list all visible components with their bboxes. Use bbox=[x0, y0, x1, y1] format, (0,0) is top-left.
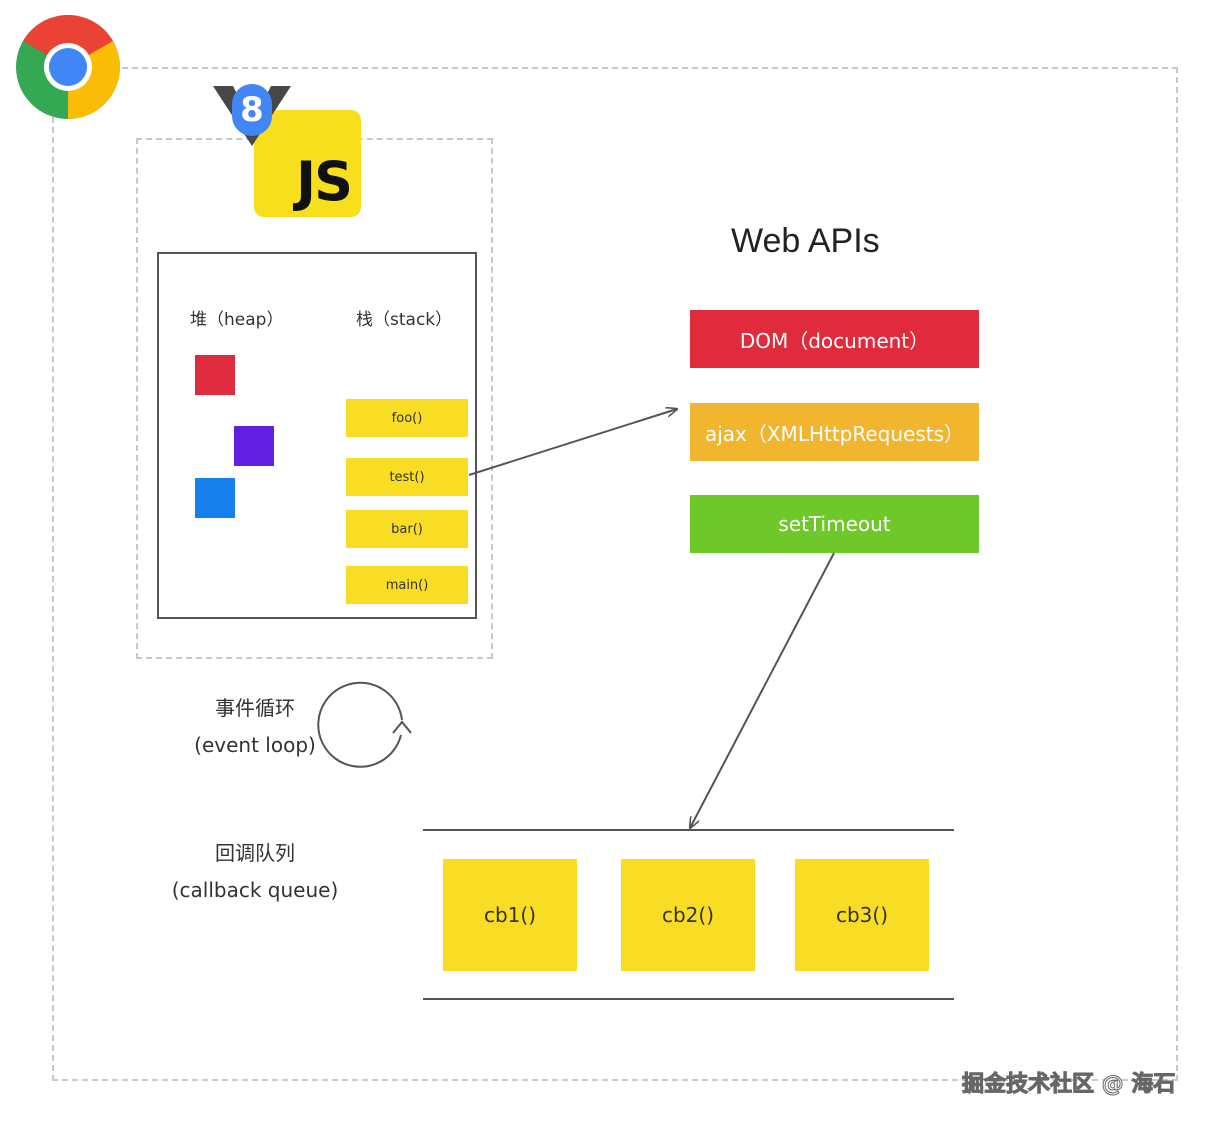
callback-item-cb2: cb2() bbox=[621, 859, 755, 971]
arrow-webapi-to-queue bbox=[690, 552, 835, 828]
heap-object-purple bbox=[234, 426, 274, 466]
arrow-stack-to-webapi bbox=[468, 409, 677, 476]
queue-bottom-line bbox=[423, 998, 954, 1000]
event-loop-arrowhead-icon bbox=[392, 720, 412, 734]
callback-queue-label: 回调队列 (callback queue) bbox=[165, 835, 345, 909]
callback-queue-subtitle: (callback queue) bbox=[171, 878, 339, 902]
javascript-logo: JS bbox=[254, 110, 361, 217]
callback-queue-title: 回调队列 bbox=[215, 841, 295, 865]
web-api-dom: DOM（document） bbox=[690, 310, 979, 368]
stack-frame-bar: bar() bbox=[346, 510, 468, 548]
stack-frame-test: test() bbox=[346, 458, 468, 496]
queue-top-line bbox=[423, 829, 954, 831]
chrome-logo-icon bbox=[16, 15, 120, 119]
stack-frame-foo: foo() bbox=[346, 399, 468, 437]
heap-label: 堆（heap） bbox=[190, 310, 284, 330]
stack-label: 栈（stack） bbox=[356, 310, 453, 330]
watermark: 掘金技术社区 @ 海石 bbox=[961, 1072, 1176, 1098]
event-loop-label: 事件循环 (event loop) bbox=[185, 690, 325, 764]
web-api-settimeout: setTimeout bbox=[690, 495, 979, 553]
stack-frame-main: main() bbox=[346, 566, 468, 604]
callback-item-cb3: cb3() bbox=[795, 859, 929, 971]
heap-object-blue bbox=[195, 478, 235, 518]
browser-frame bbox=[52, 67, 1178, 1081]
event-loop-circle-icon bbox=[317, 681, 403, 768]
web-apis-title: Web APIs bbox=[731, 222, 880, 260]
callback-item-cb1: cb1() bbox=[443, 859, 577, 971]
v8-logo-text: 8 bbox=[240, 90, 264, 130]
event-loop-title: 事件循环 bbox=[215, 696, 295, 720]
event-loop-subtitle: (event loop) bbox=[194, 733, 316, 757]
web-api-ajax: ajax（XMLHttpRequests） bbox=[690, 403, 979, 461]
memory-box bbox=[157, 252, 477, 619]
js-logo-text: JS bbox=[296, 150, 353, 213]
v8-logo-badge: 8 bbox=[232, 84, 272, 136]
heap-object-red bbox=[195, 355, 235, 395]
